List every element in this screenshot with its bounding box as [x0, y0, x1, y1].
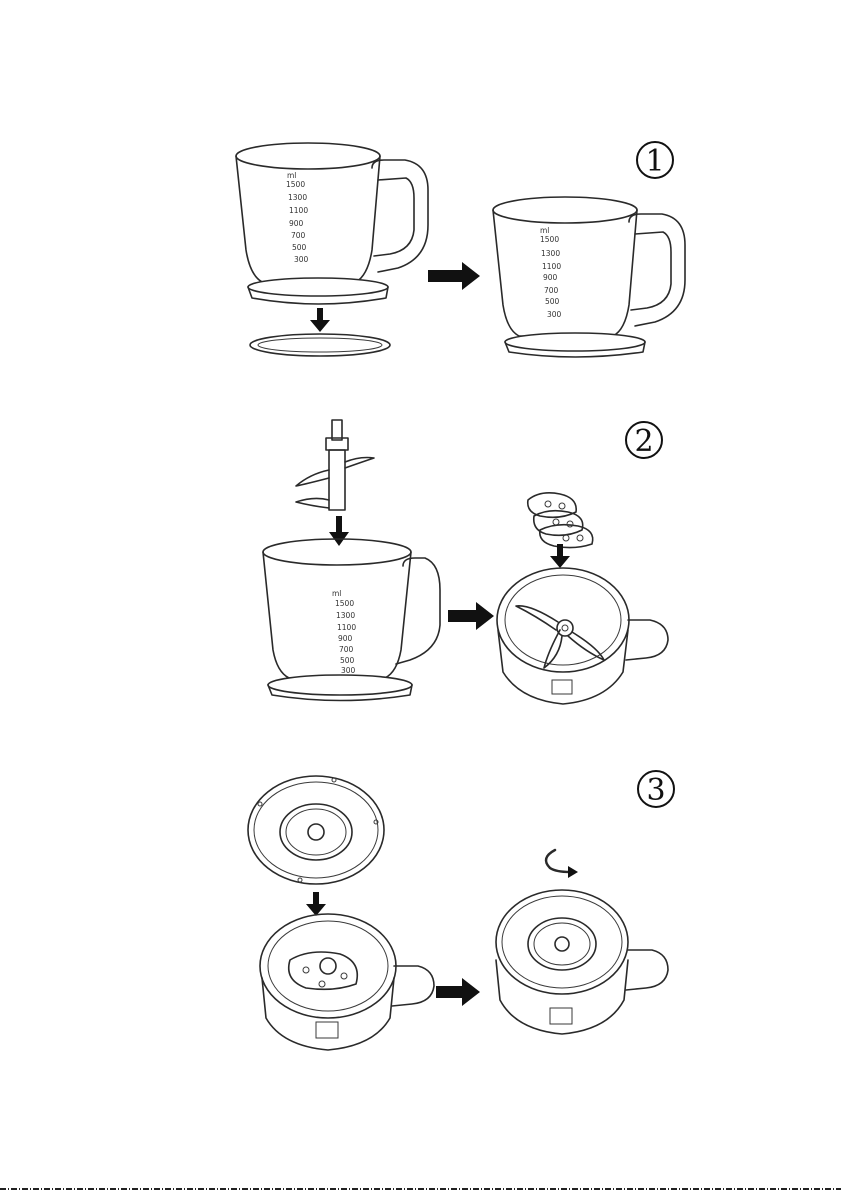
- arrow-down-1: [310, 308, 330, 332]
- jug-with-base: ml 1500 1300 1100 900 700 500 300: [236, 143, 428, 304]
- svg-text:1100: 1100: [289, 206, 308, 215]
- svg-text:900: 900: [543, 273, 558, 282]
- svg-text:ml: ml: [287, 171, 296, 180]
- seal-ring: [250, 334, 390, 356]
- step-2: 2 ml 1500 1300 1100 900 700: [263, 420, 668, 704]
- jug-step-2: ml 1500 1300 1100 900 700 500 300: [263, 539, 440, 701]
- scale-jug-step-2: ml 1500 1300 1100 900 700 500 300: [332, 589, 356, 675]
- svg-text:1300: 1300: [288, 193, 307, 202]
- rotate-arrow: [546, 850, 570, 872]
- bowl-with-food: [260, 914, 434, 1050]
- step-1: 1 ml 1500 1300 1100 900 700 500 300: [236, 142, 685, 357]
- svg-text:500: 500: [545, 297, 560, 306]
- svg-text:1300: 1300: [541, 249, 560, 258]
- step-1-number: 1: [645, 144, 664, 179]
- svg-text:300: 300: [341, 666, 356, 675]
- svg-text:300: 300: [547, 310, 562, 319]
- svg-text:1300: 1300: [336, 611, 355, 620]
- step-1-badge: 1: [637, 142, 673, 179]
- lid: [248, 776, 384, 884]
- arrow-right-1: [428, 262, 480, 290]
- step-3-number: 3: [646, 773, 665, 808]
- step-3-badge: 3: [638, 771, 674, 808]
- step-2-badge: 2: [626, 422, 662, 459]
- bowl-with-lid: [496, 890, 668, 1034]
- arrow-right-2: [448, 602, 494, 630]
- svg-text:500: 500: [292, 243, 307, 252]
- svg-text:ml: ml: [332, 589, 341, 598]
- svg-text:ml: ml: [540, 226, 549, 235]
- scale-left-jug: ml 1500 1300 1100 900 700 500 300: [286, 171, 309, 264]
- svg-text:700: 700: [544, 286, 559, 295]
- svg-text:1500: 1500: [540, 235, 559, 244]
- step-3: 3: [248, 771, 674, 1050]
- bowl-with-blade-top-view: [497, 568, 668, 704]
- svg-text:1100: 1100: [542, 262, 561, 271]
- svg-text:500: 500: [340, 656, 355, 665]
- svg-text:300: 300: [294, 255, 309, 264]
- svg-text:700: 700: [291, 231, 306, 240]
- arrow-down-2: [329, 516, 349, 546]
- step-2-number: 2: [634, 424, 653, 459]
- svg-text:1100: 1100: [337, 623, 356, 632]
- scale-right-jug: ml 1500 1300 1100 900 700 500 300: [540, 226, 562, 319]
- svg-text:700: 700: [339, 645, 354, 654]
- svg-text:900: 900: [289, 219, 304, 228]
- svg-text:1500: 1500: [286, 180, 305, 189]
- svg-text:900: 900: [338, 634, 353, 643]
- arrow-right-3: [436, 978, 480, 1006]
- svg-text:1500: 1500: [335, 599, 354, 608]
- blade-unit: [296, 420, 374, 510]
- arrow-down-4: [306, 892, 326, 916]
- jug-assembled: ml 1500 1300 1100 900 700 500 300: [493, 197, 685, 357]
- rotate-arrow-head: [568, 866, 578, 878]
- food-pieces: [528, 493, 593, 548]
